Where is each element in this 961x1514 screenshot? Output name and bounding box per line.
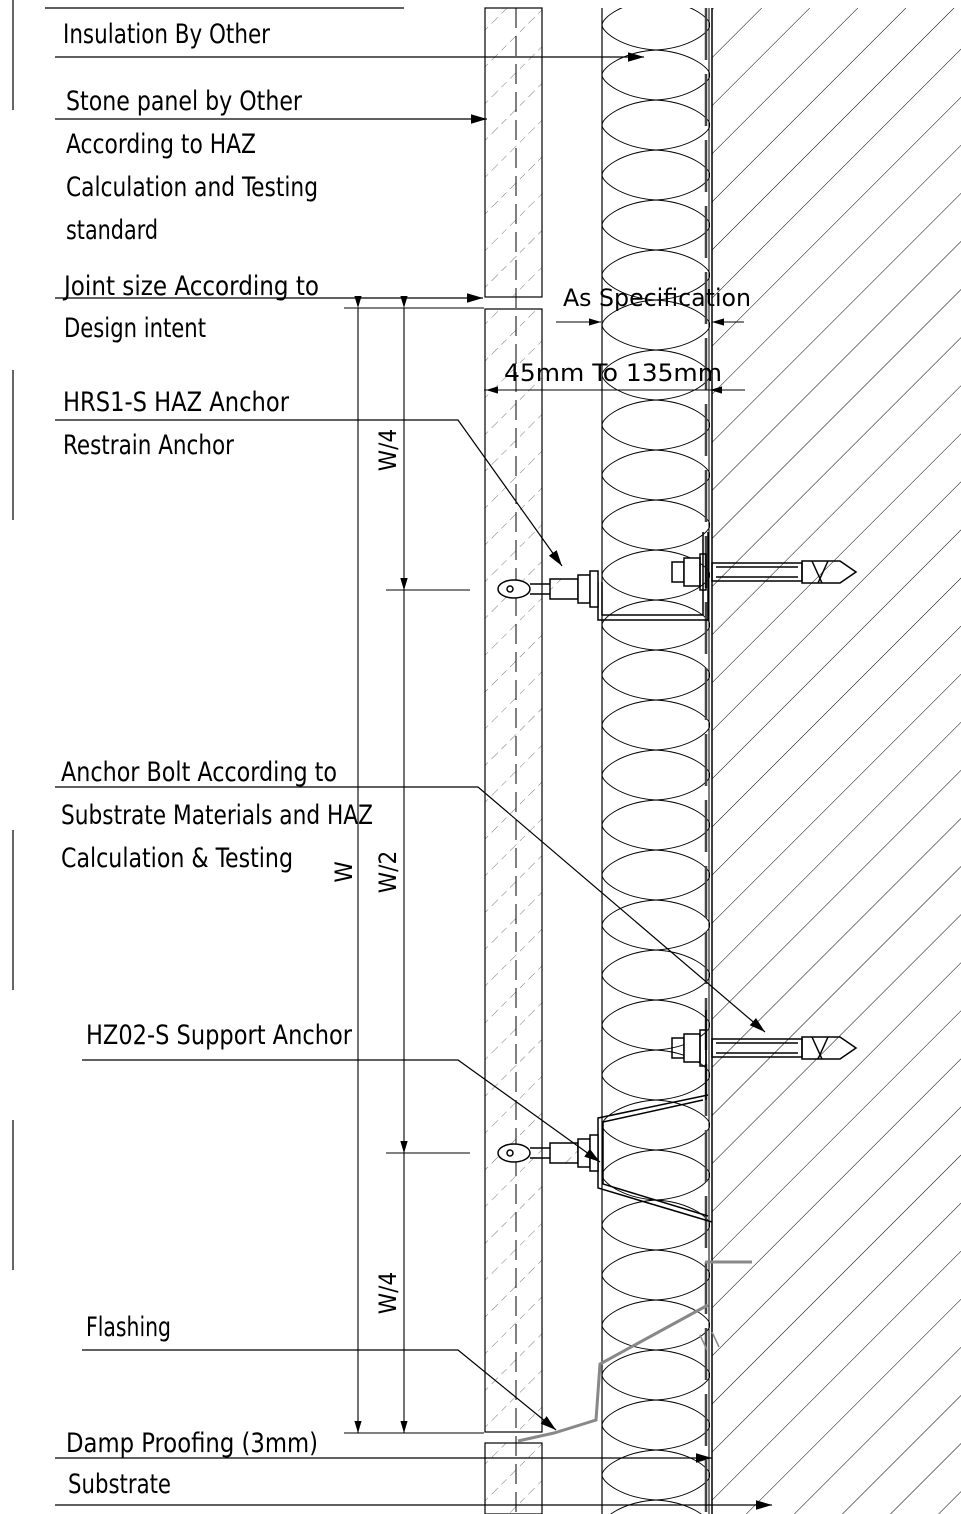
dim-w4-top: W/4 [374,429,402,471]
dim-as-specification: As Specification [563,284,751,312]
label-damp-proofing: Damp Proofing (3mm) [66,1428,318,1459]
dimension-lines [344,296,745,1434]
stone-panels [484,7,543,1514]
label-stone-panel: Stone panel by Other [66,86,302,117]
label-anchor-bolt-line2: Substrate Materials and HAZ [61,800,373,831]
label-joint-size-line2: Design intent [64,313,206,344]
flashing [517,1260,752,1443]
border-marks [12,0,404,1270]
label-insulation: Insulation By Other [63,19,270,50]
label-joint-size: Joint size According to [62,271,319,302]
leaders [55,52,772,1510]
substrate-wall [711,8,961,1514]
label-stone-panel-line3: Calculation and Testing [66,172,318,203]
label-restrain-anchor: Restrain Anchor [63,430,234,461]
label-flashing: Flashing [86,1312,171,1343]
label-stone-panel-line4: standard [66,215,158,246]
label-substrate: Substrate [68,1469,171,1500]
restrain-anchor-assembly [497,532,858,621]
label-hz02-support-anchor: HZ02-S Support Anchor [86,1020,352,1051]
label-hrs1-anchor: HRS1-S HAZ Anchor [63,387,289,418]
label-stone-panel-line2: According to HAZ [66,129,256,160]
label-anchor-bolt-line3: Calculation & Testing [61,843,293,874]
label-anchor-bolt: Anchor Bolt According to [61,757,337,788]
dim-overall-w: W [330,861,358,882]
dim-w4-bottom: W/4 [374,1272,402,1314]
insulation-layer [601,8,710,1514]
dim-cavity-range: 45mm To 135mm [504,359,722,387]
dim-w2: W/2 [374,851,402,893]
